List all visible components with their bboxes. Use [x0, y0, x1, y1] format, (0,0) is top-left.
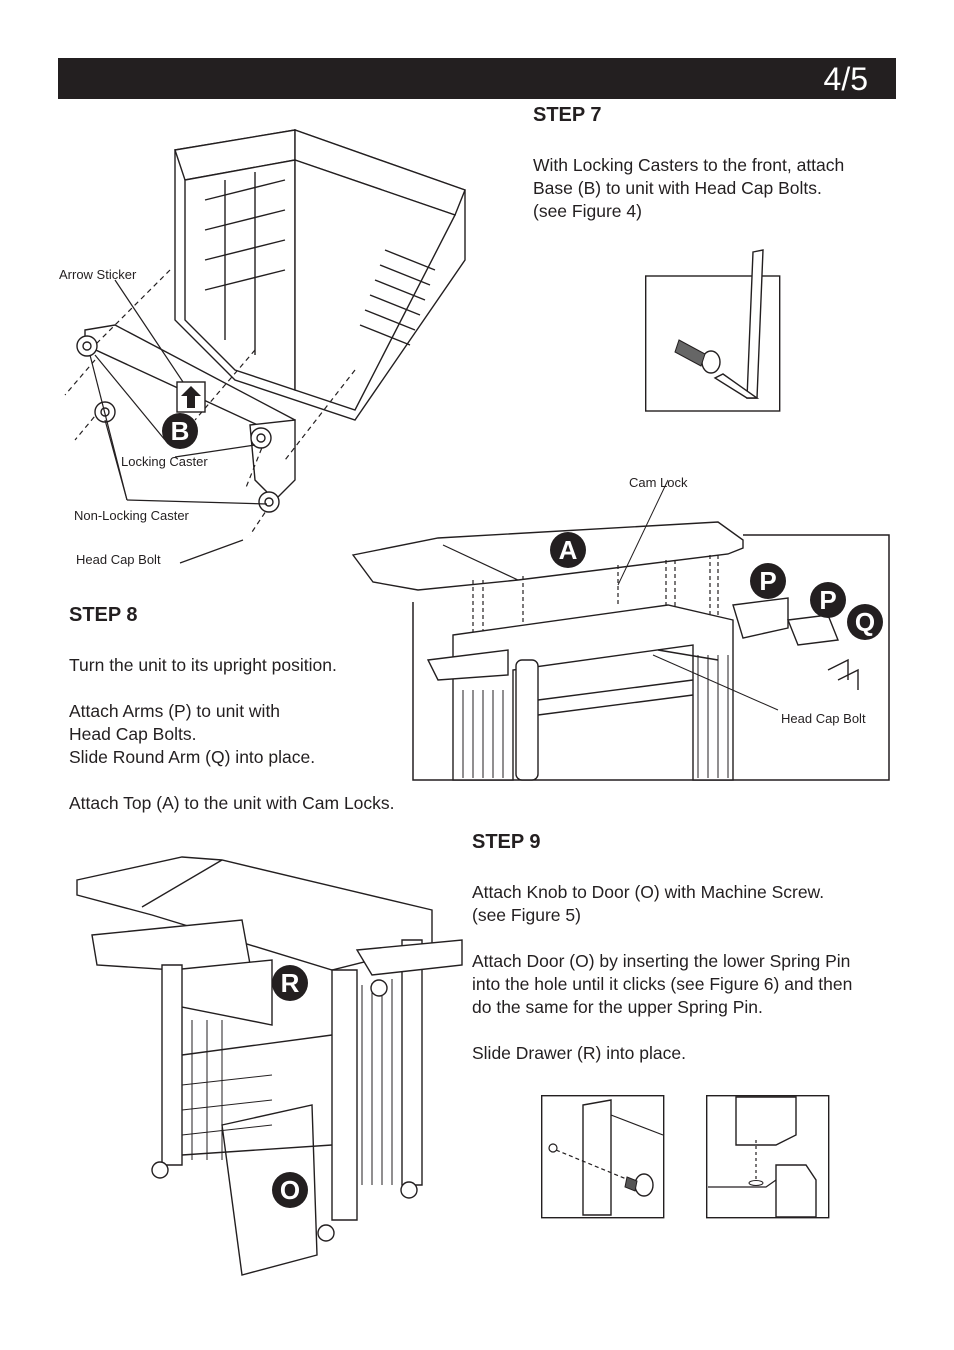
step7-instructions: With Locking Casters to the front, attac…: [533, 155, 845, 221]
arrow-sticker-label: Arrow Sticker: [59, 267, 137, 282]
step8-top-and-arms-illustration: A P P Q: [351, 479, 890, 781]
figure5-knob-detail: [540, 1094, 665, 1219]
step9-title: STEP 9: [472, 831, 541, 853]
head-cap-bolt-label-step7: Head Cap Bolt: [76, 552, 161, 567]
non-locking-caster-label: Non-Locking Caster: [74, 508, 189, 523]
locking-caster-label: Locking Caster: [121, 454, 208, 469]
badge-p2: P: [819, 585, 836, 615]
step9-assembled-cart-illustration: R O: [76, 856, 463, 1276]
step8-title: STEP 8: [69, 604, 138, 626]
step7-base-illustration: B: [64, 129, 466, 564]
badge-r: R: [281, 968, 300, 998]
page-number: 4/5: [823, 61, 868, 97]
badge-a: A: [559, 535, 578, 565]
badge-p1: P: [759, 566, 776, 596]
step9-instructions: Attach Knob to Door (O) with Machine Scr…: [472, 882, 853, 1063]
badge-o: O: [280, 1175, 300, 1205]
step7-title: STEP 7: [533, 104, 602, 126]
cam-lock-label: Cam Lock: [629, 475, 688, 490]
badge-b: B: [171, 416, 190, 446]
badge-q: Q: [855, 607, 875, 637]
figure4-bolt-and-key: [644, 249, 781, 412]
head-cap-bolt-label-step8: Head Cap Bolt: [781, 711, 866, 726]
step8-instructions: Turn the unit to its upright position. A…: [69, 655, 395, 813]
figure6-spring-pin-detail: [705, 1094, 830, 1219]
header-bar: 4/5: [58, 58, 896, 99]
